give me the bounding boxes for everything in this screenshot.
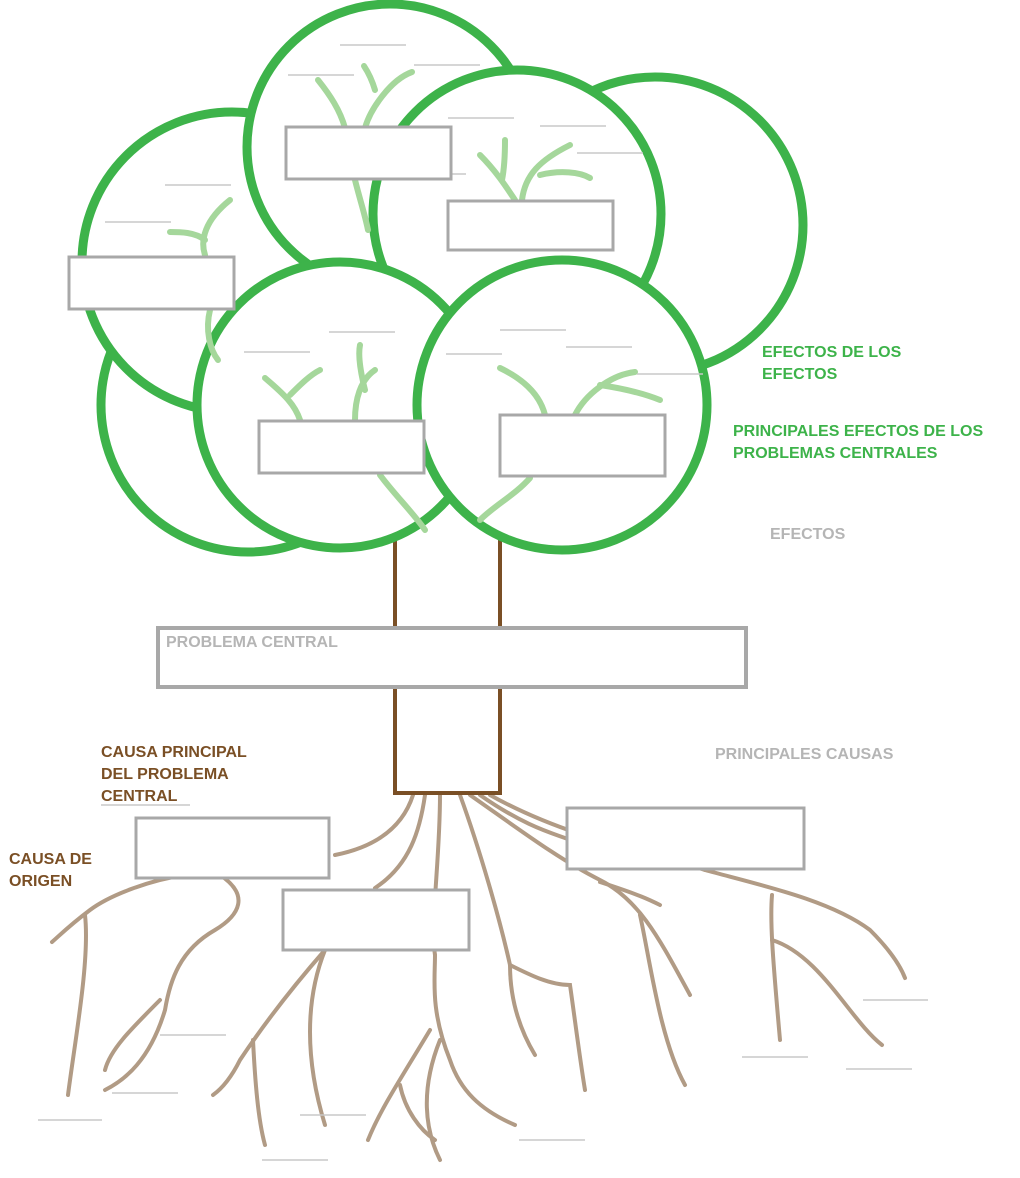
cause-box-1 bbox=[134, 816, 331, 880]
main-effects-label: PRINCIPALES EFECTOS DE LOS PROBLEMAS CEN… bbox=[733, 423, 984, 462]
canopy-circle-5 bbox=[412, 255, 712, 555]
main-cause-label: CAUSA PRINCIPAL DEL PROBLEMA CENTRAL bbox=[101, 744, 247, 805]
roots bbox=[50, 793, 907, 1162]
central-problem-box: PROBLEMA CENTRAL bbox=[156, 626, 748, 689]
main-causes-label: PRINCIPALES CAUSAS bbox=[715, 746, 894, 763]
canopy-branches bbox=[167, 63, 663, 533]
effect-box-4 bbox=[257, 419, 426, 475]
central-problem-label: PROBLEMA CENTRAL bbox=[166, 634, 338, 651]
effects-label: EFECTOS bbox=[770, 526, 846, 543]
effect-box-3 bbox=[446, 199, 615, 252]
cause-box-2 bbox=[281, 888, 471, 952]
effect-box-1 bbox=[67, 255, 236, 311]
effect-box-5 bbox=[498, 413, 667, 478]
effect-box-2 bbox=[284, 125, 453, 181]
effects-of-effects-label: EFECTOS DE LOS EFECTOS bbox=[762, 344, 902, 383]
cause-boxes bbox=[134, 806, 806, 952]
root-blank-lines bbox=[38, 999, 928, 1161]
root-cause-label: CAUSA DE ORIGEN bbox=[9, 851, 92, 890]
cause-box-3 bbox=[565, 806, 806, 871]
effect-boxes bbox=[67, 125, 667, 478]
